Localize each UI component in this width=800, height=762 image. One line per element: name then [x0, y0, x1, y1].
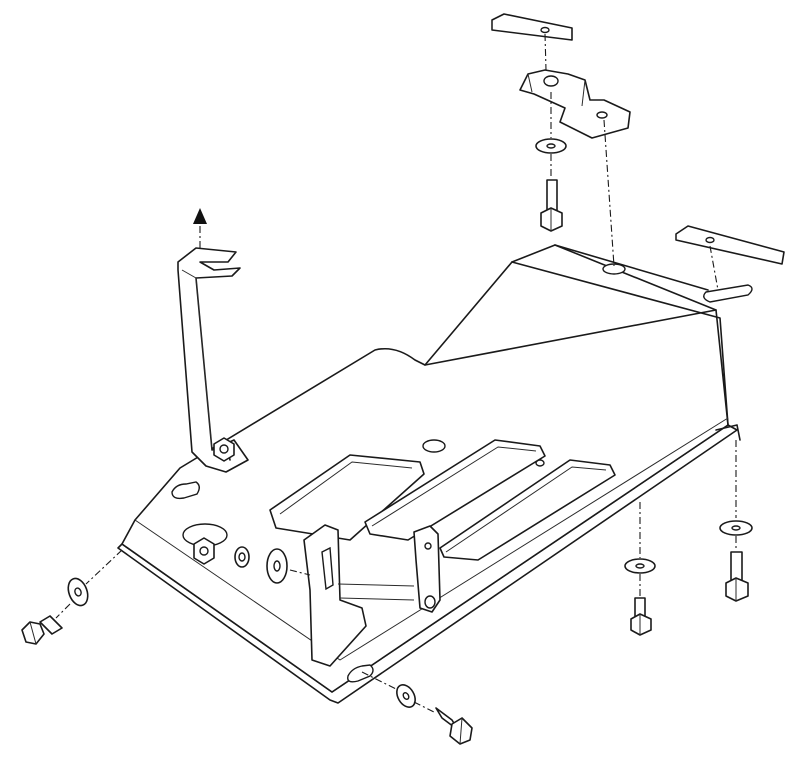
- rib-1: [364, 439, 546, 541]
- center-hole: [422, 439, 446, 453]
- rear-slot-left: [602, 263, 626, 275]
- rear-slot-right: [703, 284, 753, 303]
- rear-mounting-bracket: [519, 69, 631, 139]
- skid-plate: [117, 244, 753, 704]
- rib-2: [439, 459, 616, 561]
- right-washer: [719, 520, 753, 536]
- front-slot: [347, 664, 374, 683]
- flange-slot: [171, 481, 200, 500]
- front-hanger-strap: [177, 247, 249, 473]
- top-bolt: [540, 179, 563, 232]
- left-washer: [67, 577, 89, 607]
- front-clip-bracket: [303, 524, 441, 667]
- bottom-bolt: [435, 707, 473, 745]
- upper-left-spacer-plate: [491, 13, 573, 41]
- front-nut-washer-stack: [193, 537, 311, 584]
- middle-washer: [624, 558, 656, 574]
- top-washer: [535, 138, 567, 154]
- arrow-up-icon: [193, 208, 207, 248]
- bottom-washer: [396, 684, 416, 708]
- rect-cutout: [269, 454, 425, 541]
- right-bolt: [725, 551, 749, 602]
- left-bolt: [21, 615, 63, 645]
- upper-right-spacer-plate: [675, 225, 785, 265]
- middle-bolt: [630, 597, 652, 636]
